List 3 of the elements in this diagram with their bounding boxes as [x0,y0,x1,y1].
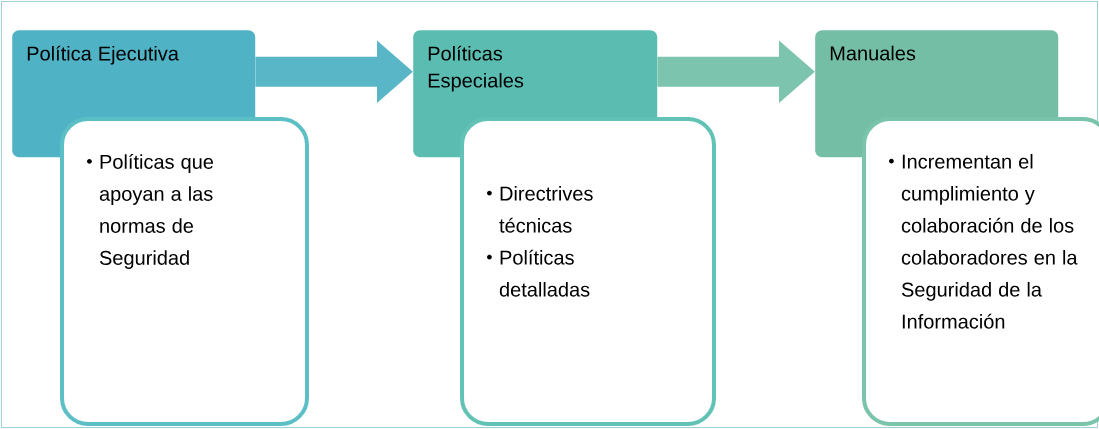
content-box: Directrives técnicas Políticas detalladas [460,117,716,426]
content-box: Políticas que apoyan a las normas de Seguridad [60,117,309,426]
content-box: Incrementan el cumplimiento y colaboración de los colaboradores en la Seguridad de la Información [862,117,1099,426]
